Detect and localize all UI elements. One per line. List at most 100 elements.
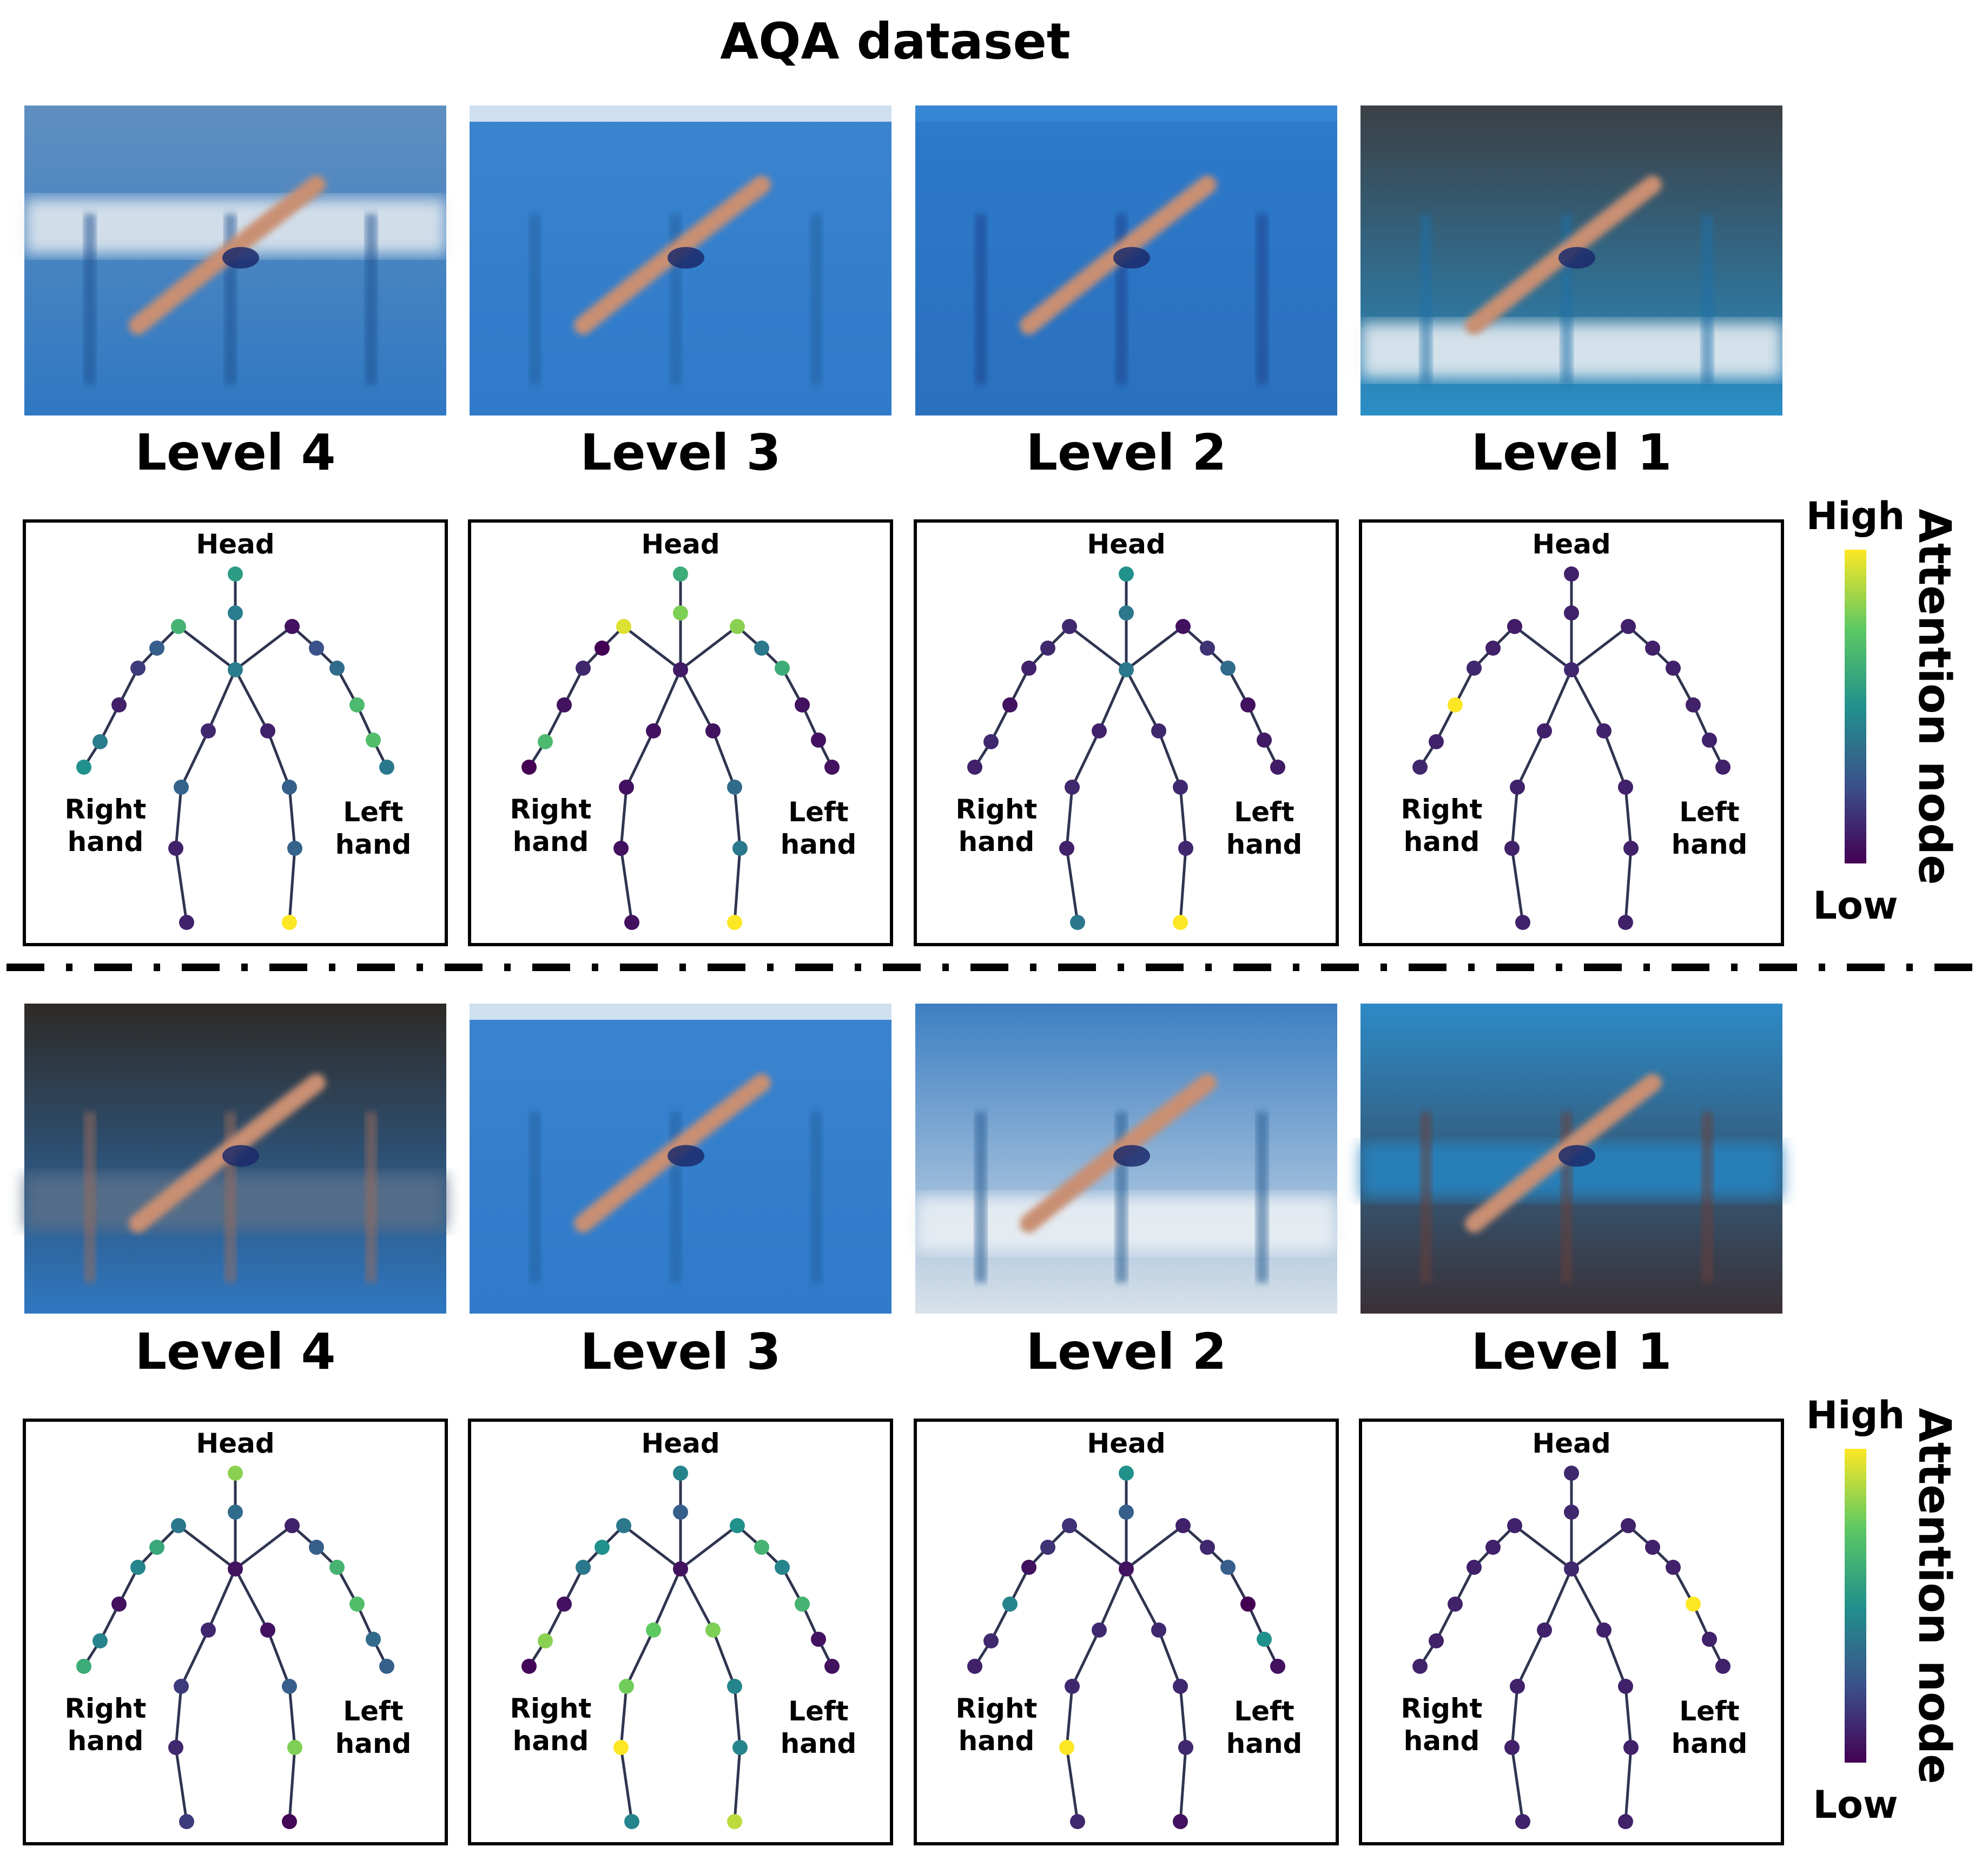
joint-node-21 <box>287 1740 302 1755</box>
left-hand-label: Left <box>343 796 403 828</box>
joint-node-10 <box>309 1540 324 1555</box>
joint-node-18 <box>624 1814 639 1829</box>
joint-node-13 <box>1257 733 1272 748</box>
joint-node-15 <box>201 1622 216 1638</box>
joint-node-15 <box>201 723 216 738</box>
level-label-row1-col1: Level 4 <box>135 424 336 482</box>
head-label: Head <box>641 1428 719 1459</box>
joint-node-20 <box>1618 1679 1633 1694</box>
joint-node-17 <box>1504 841 1520 856</box>
joint-node-18 <box>624 915 639 930</box>
colorbar-gradient <box>1845 1449 1866 1763</box>
joint-node-11 <box>329 1560 345 1575</box>
joint-node-8 <box>967 760 982 775</box>
left-hand-label: hand <box>335 829 412 860</box>
joint-node-11 <box>1666 1560 1681 1575</box>
left-hand-label: hand <box>781 1728 857 1759</box>
joint-node-13 <box>1702 1632 1717 1647</box>
colorbar-axis-label: Attention node <box>1908 509 1960 885</box>
joint-node-2 <box>673 662 688 677</box>
joint-node-9 <box>1175 619 1191 634</box>
photo-row1-col1 <box>24 105 446 415</box>
joint-node-5 <box>576 1560 591 1575</box>
joint-node-18 <box>179 1814 194 1829</box>
joint-node-21 <box>1623 841 1639 856</box>
left-hand-label: Left <box>1679 1696 1739 1727</box>
joint-node-15 <box>1537 1622 1552 1638</box>
right-hand-label: hand <box>513 826 589 858</box>
joint-node-17 <box>1059 841 1074 856</box>
level-label-row2-col1: Level 4 <box>135 1323 336 1381</box>
joint-node-13 <box>1257 1632 1272 1647</box>
joint-node-9 <box>285 619 300 634</box>
joint-node-2 <box>1119 1561 1134 1577</box>
level-label-row2-col4: Level 1 <box>1471 1323 1672 1381</box>
joint-node-8 <box>76 760 91 775</box>
joint-node-16 <box>1510 1679 1525 1694</box>
right-hand-label: hand <box>68 1725 144 1757</box>
joint-node-14 <box>379 760 394 775</box>
joint-node-14 <box>824 760 840 775</box>
joint-node-6 <box>111 697 127 713</box>
joint-node-0 <box>1119 566 1134 582</box>
joint-node-7 <box>1429 1633 1444 1648</box>
joint-node-13 <box>811 733 826 748</box>
right-hand-label: hand <box>959 1725 1035 1757</box>
joint-node-11 <box>329 661 345 676</box>
right-hand-label: Right <box>1401 794 1483 825</box>
joint-node-4 <box>1040 1540 1055 1555</box>
colorbar-high-label: High <box>1806 494 1905 538</box>
right-hand-label: Right <box>956 794 1038 825</box>
level-label-row1-col3: Level 2 <box>1026 424 1227 482</box>
right-hand-label: Right <box>956 1693 1038 1724</box>
joint-node-13 <box>811 1632 826 1647</box>
joint-node-3 <box>616 619 631 634</box>
joint-node-5 <box>1021 1560 1036 1575</box>
joint-node-1 <box>1564 605 1579 621</box>
head-label: Head <box>196 1428 274 1459</box>
joint-node-4 <box>1040 641 1055 656</box>
joint-node-12 <box>1686 697 1701 713</box>
joint-node-0 <box>673 566 688 582</box>
joint-node-6 <box>1448 1597 1463 1612</box>
joint-node-5 <box>130 1560 146 1575</box>
joint-node-10 <box>309 641 324 656</box>
figure-title: AQA dataset <box>720 12 1071 70</box>
photo-row2-col1 <box>24 1004 446 1314</box>
level-label-row2-col3: Level 2 <box>1026 1323 1227 1381</box>
photo-row1-col3 <box>915 105 1337 415</box>
joint-node-12 <box>795 1597 810 1612</box>
joint-node-15 <box>1092 723 1107 738</box>
left-hand-label: Left <box>1234 1696 1294 1727</box>
joint-node-20 <box>727 1679 742 1694</box>
joint-node-11 <box>1220 661 1236 676</box>
right-hand-label: hand <box>68 826 144 858</box>
joint-node-16 <box>1065 780 1080 795</box>
joint-node-14 <box>1270 1659 1285 1674</box>
joint-node-6 <box>111 1597 127 1612</box>
joint-node-13 <box>366 733 381 748</box>
joint-node-10 <box>1645 641 1660 656</box>
left-hand-label: Left <box>1679 796 1739 828</box>
joint-node-18 <box>1070 915 1085 930</box>
skeleton-panel-row1-col2: HeadRighthandLefthand <box>470 521 891 945</box>
joint-node-7 <box>538 734 553 749</box>
joint-node-22 <box>1173 1814 1188 1829</box>
joint-node-4 <box>1485 1540 1501 1555</box>
colorbar-gradient <box>1845 550 1866 863</box>
joint-node-22 <box>727 915 742 930</box>
left-hand-label: hand <box>781 829 857 860</box>
joint-node-15 <box>1092 1622 1107 1638</box>
photo-row2-col4 <box>1360 1004 1782 1314</box>
joint-node-15 <box>646 1622 661 1638</box>
photo-row1-col2 <box>470 105 891 415</box>
joint-node-17 <box>168 1740 183 1755</box>
joint-node-12 <box>349 1597 365 1612</box>
left-hand-label: Left <box>788 796 848 828</box>
right-hand-label: Right <box>65 1693 147 1724</box>
joint-node-21 <box>1178 1740 1193 1755</box>
joint-node-6 <box>557 1597 572 1612</box>
joint-node-5 <box>576 661 591 676</box>
